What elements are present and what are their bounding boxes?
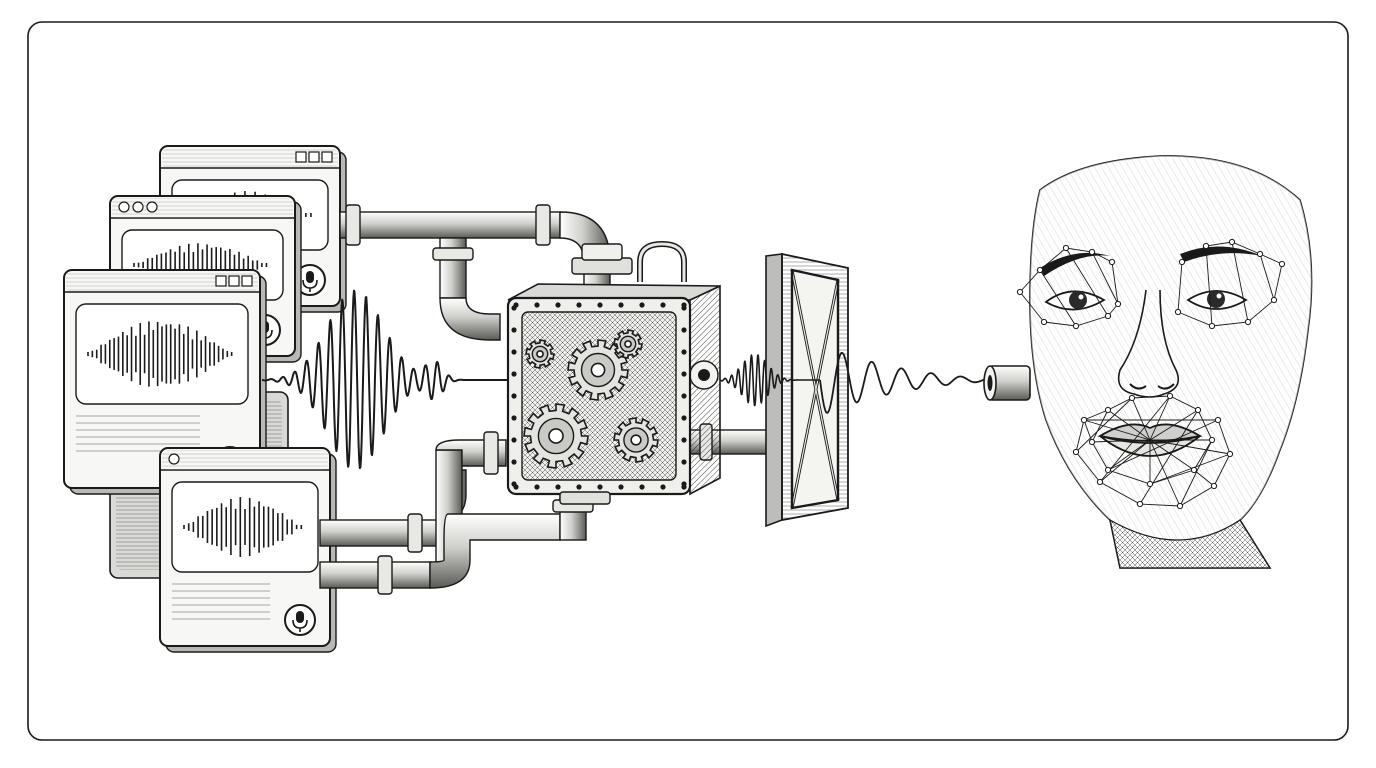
mesh-node	[1136, 500, 1144, 508]
mesh-node	[1072, 322, 1080, 330]
window-dot-icon[interactable]	[132, 201, 144, 213]
mesh-edge	[1091, 251, 1119, 305]
window-dot-icon[interactable]	[168, 453, 180, 465]
mesh-node	[1244, 318, 1252, 326]
mesh-edge	[1065, 247, 1109, 317]
mesh-edge	[1043, 303, 1119, 327]
mesh-node	[1166, 392, 1174, 400]
mesh-edge	[1111, 261, 1119, 305]
mesh-node	[1270, 296, 1278, 304]
gear-machine-icon	[506, 240, 721, 505]
mesh-node	[1226, 450, 1234, 458]
ear-plug-icon	[983, 365, 1031, 401]
mesh-edge	[1149, 453, 1231, 485]
mesh-node	[1108, 258, 1116, 266]
mesh-edge	[1083, 419, 1151, 441]
audio-window-bottom	[159, 447, 337, 653]
mesh-node	[1228, 238, 1236, 246]
mesh-edge	[1039, 269, 1077, 327]
mesh-node	[1208, 322, 1216, 330]
mesh-edge	[1139, 409, 1199, 505]
window-dot-icon[interactable]	[146, 201, 158, 213]
mesh-node	[1104, 312, 1112, 320]
mesh-edge	[1149, 439, 1195, 471]
mesh-node	[1080, 416, 1088, 424]
mesh-node	[1104, 406, 1112, 414]
mesh-edge	[1259, 253, 1275, 301]
waveform-input-signal	[261, 289, 509, 469]
minimize-icon[interactable]	[295, 151, 307, 163]
mesh-node	[1104, 466, 1112, 474]
mesh-node	[1202, 242, 1210, 250]
mesh-edge	[1177, 299, 1275, 327]
mesh-node	[1088, 248, 1096, 256]
mesh-edge	[1075, 397, 1133, 453]
gear-icon	[613, 329, 643, 359]
mesh-node	[1128, 394, 1136, 402]
mesh-edge	[1107, 419, 1219, 471]
mesh-node	[1072, 448, 1080, 456]
mesh-node	[1208, 436, 1216, 444]
mesh-node	[1040, 318, 1048, 326]
mesh-node	[1174, 308, 1182, 316]
mesh-edge	[1019, 291, 1045, 323]
mesh-edge	[1273, 263, 1283, 301]
mesh-node	[1214, 416, 1222, 424]
microphone-icon[interactable]	[284, 604, 316, 636]
mesh-node	[1210, 482, 1218, 490]
pipe-network	[319, 204, 771, 595]
mesh-node	[1256, 250, 1264, 258]
gear-icon	[567, 339, 629, 401]
mesh-edge	[1099, 439, 1151, 483]
mesh-edge	[1149, 395, 1171, 441]
gear-icon	[525, 339, 555, 369]
mesh-node	[1178, 258, 1186, 266]
mesh-edge	[1177, 261, 1183, 313]
close-icon[interactable]	[241, 275, 253, 287]
waveform-output-signal	[819, 351, 991, 414]
mesh-node	[1062, 244, 1070, 252]
filter-panel-icon	[765, 252, 849, 528]
minimize-icon[interactable]	[215, 275, 227, 287]
mesh-edge	[1091, 439, 1151, 443]
mesh-node	[1016, 288, 1024, 296]
close-icon[interactable]	[321, 151, 333, 163]
waveform-processed-signal	[719, 354, 821, 407]
mesh-edge	[1231, 241, 1249, 323]
mesh-node	[1088, 438, 1096, 446]
face-mesh-icon	[1016, 155, 1313, 569]
maximize-icon[interactable]	[228, 275, 240, 287]
mesh-node	[1194, 406, 1202, 414]
mesh-edge	[1083, 419, 1093, 443]
gear-icon	[523, 403, 589, 469]
mesh-edge	[1149, 409, 1199, 441]
mesh-edge	[1179, 439, 1213, 507]
mesh-node	[1176, 502, 1184, 510]
mesh-node	[1278, 260, 1286, 268]
maximize-icon[interactable]	[308, 151, 320, 163]
mesh-edge	[1107, 439, 1151, 471]
mesh-edge	[1083, 409, 1109, 421]
audio-window-front	[63, 269, 267, 495]
mesh-edge	[1149, 439, 1231, 455]
mesh-node	[1146, 480, 1154, 488]
mesh-node	[1114, 300, 1122, 308]
mesh-edge	[1193, 469, 1215, 487]
mesh-node	[1036, 266, 1044, 274]
gear-icon	[613, 417, 659, 463]
mesh-edge	[1149, 439, 1181, 507]
mesh-node	[1190, 466, 1198, 474]
audio-window-stack	[63, 145, 347, 653]
mesh-edge	[1091, 395, 1213, 485]
mesh-edge	[1205, 245, 1213, 327]
mesh-edge	[1131, 397, 1151, 441]
mesh-node	[1096, 478, 1104, 486]
window-dot-icon[interactable]	[118, 201, 130, 213]
